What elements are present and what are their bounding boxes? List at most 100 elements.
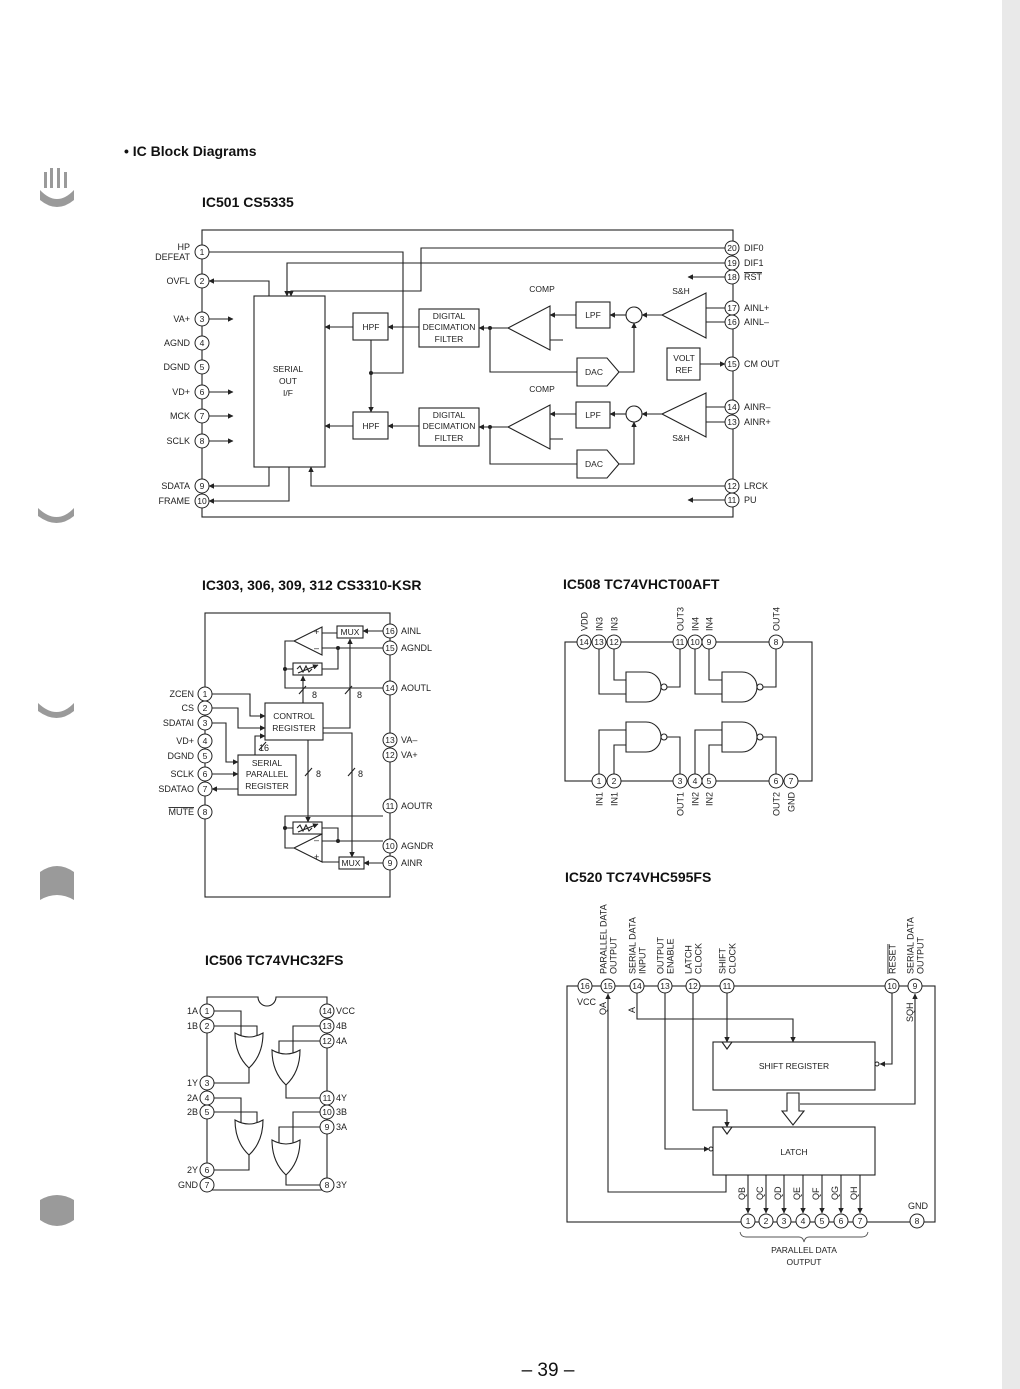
serial-out-if-block [253,295,326,468]
ic520-title: IC520 TC74VHC595FS [565,869,711,885]
pin-number: 5 [200,362,205,372]
pin-9 [701,634,717,650]
pin-label: 1B [187,1021,198,1031]
pin-label: 2Y [187,1165,198,1175]
or-gate [234,1032,264,1069]
pin-label: SCLK [170,769,194,779]
section-title: • IC Block Diagrams [124,143,257,159]
block-label: SHIFT REGISTER [759,1061,829,1071]
pin-number: 11 [728,495,737,505]
pin-15 [382,640,398,656]
pin-6 [194,384,210,400]
pin-number: 16 [385,626,395,636]
pin-label: AINR [401,858,423,868]
block-label: PARALLEL [246,769,289,779]
pin-label: IN4 [691,617,701,631]
pin-label: ENABLE [666,938,676,974]
shift-register-block [712,1041,876,1091]
parallel-output-label: OUTPUT [787,1257,822,1267]
binding-hole [38,508,74,523]
wire [208,467,270,489]
junction-dot [336,839,340,843]
pin-number: 13 [322,1021,332,1031]
or-gate [234,1119,264,1156]
block-label: MUX [342,858,361,868]
pin-label: IN4 [705,617,715,631]
hpf-block [352,312,389,341]
pin-number: 9 [388,858,393,868]
pin-label: CLOCK [728,943,738,974]
pin-6 [197,766,213,782]
wire [619,322,637,373]
pin-5 [199,1104,215,1120]
clock-input-symbol [721,1041,733,1050]
pin-label: AINL– [744,317,769,327]
block-label: I/F [283,388,293,398]
pin-3 [194,311,210,327]
lpf-block [575,401,611,429]
pin-2 [194,273,210,289]
block-label: DIGITAL [433,410,466,420]
summing-node [625,405,643,423]
pin-number: 18 [727,272,737,282]
block-label: REGISTER [272,723,315,733]
block-label: LATCH [780,1147,807,1157]
binding-hole [40,1195,74,1226]
pin-6 [199,1162,215,1178]
sample-hold-triangle [660,292,707,339]
pin-label: CM OUT [744,359,780,369]
block-label: REF [676,365,693,375]
binding-holes [38,168,74,1226]
pin-10 [194,493,210,509]
pin-11 [382,798,398,814]
pin-1 [591,773,607,789]
pin-14 [576,634,592,650]
pin-label: 1A [187,1006,198,1016]
pin-number: 16 [580,981,590,991]
comp-label: COMP [529,284,555,294]
gnd-label: GND [908,1201,929,1211]
pin-label: ZCEN [170,689,195,699]
pin-13 [319,1018,335,1034]
pin-number: 4 [693,776,698,786]
pin-label: AINL+ [744,303,769,313]
wire [550,406,725,440]
pin-number: 4 [801,1216,806,1226]
pin-5 [197,748,213,764]
pin-number: 1 [200,247,205,257]
block-label: CONTROL [273,711,315,721]
wire [212,707,266,731]
pin-14 [319,1003,335,1019]
output-label: QB [737,1187,747,1200]
block-label: DECIMATION [423,322,476,332]
pin-label: DIF0 [744,243,764,253]
pin-7 [852,1213,868,1229]
wire [619,421,637,465]
pin-number: 5 [707,776,712,786]
dac-block [576,357,620,387]
pin-label: HP [177,242,190,252]
ic303-outline [204,612,391,898]
pin-number: 11 [386,801,395,811]
pin-number: 1 [746,1216,751,1226]
block-label: VOLT [673,353,695,363]
pin-number: 15 [385,643,395,653]
output-brace [739,1231,869,1243]
pin-label: LATCH [684,945,694,974]
block-label: HPF [363,322,380,332]
junction-dot [369,371,373,375]
ic501-diagram: IC501 CS5335 [155,194,780,518]
wire [489,427,577,465]
pin-9 [319,1119,335,1135]
output-label: QH [849,1187,859,1201]
or-gate [271,1139,301,1176]
pin-label: OUTPUT [656,937,666,975]
opamp-plus: + [314,852,319,862]
pin-label: AOUTL [401,683,431,693]
pin-7 [194,408,210,424]
comparator-triangle [506,305,551,351]
pin-label: GND [178,1180,199,1190]
inverter-bubble [660,683,668,691]
pin-number: 5 [820,1216,825,1226]
